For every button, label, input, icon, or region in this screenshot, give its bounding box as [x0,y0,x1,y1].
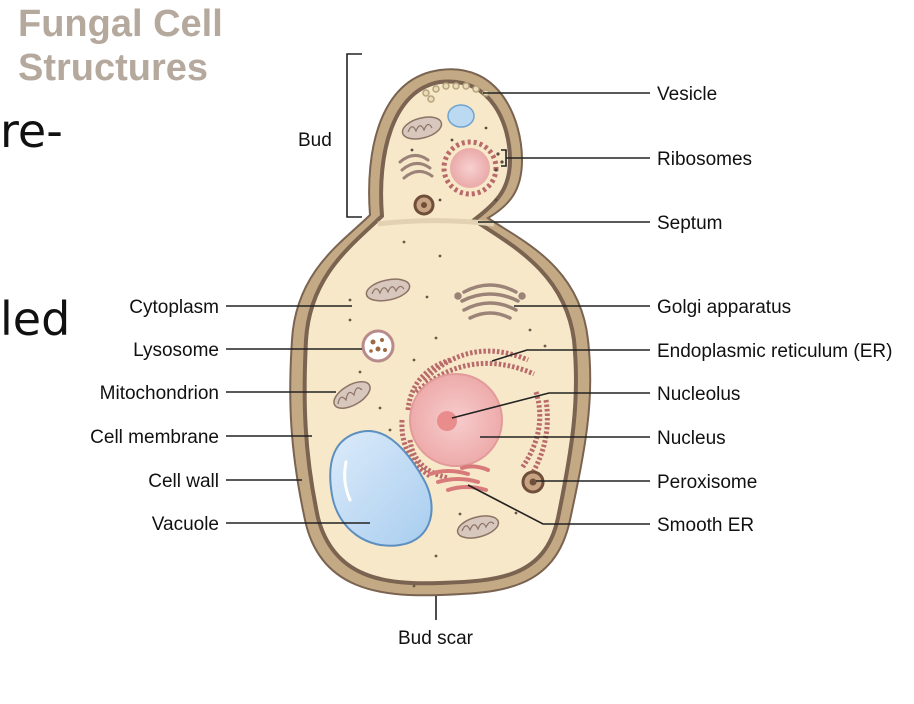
er-leader [491,349,650,362]
label-septum: Septum [657,213,722,234]
label-nucleus: Nucleus [657,428,726,449]
nucleolus-leader [451,392,650,419]
title-line-1: Fungal Cell [18,3,223,45]
bud-golgi [398,154,434,180]
label-peroxisome: Peroxisome [657,472,757,493]
bud-mitochondrion [401,116,443,140]
golgi-apparatus [454,283,526,320]
label-vacuole: Vacuole [152,514,219,535]
vesicles [422,82,490,103]
cytoplasm-particles [348,240,547,588]
bud-vacuole [447,104,475,128]
bud-nucleus [441,139,499,197]
label-smooth-er: Smooth ER [657,515,754,536]
slide-title: Fungal Cell Structures [18,2,223,90]
smooth-er-leader [467,484,650,525]
title-line-2: Structures [18,47,209,89]
label-cytoplasm: Cytoplasm [129,297,219,318]
smooth-er [428,464,490,492]
mitochondrion-3 [456,515,500,539]
label-nucleolus: Nucleolus [657,384,740,405]
mitochondrion-1 [365,278,411,302]
bud-bracket [346,53,362,218]
label-mitochondrion: Mitochondrion [100,383,219,404]
bud-scar-label: Bud scar [398,628,474,649]
bud-label: Bud [298,130,332,151]
label-ribosomes: Ribosomes [657,149,752,170]
vacuole [329,429,433,547]
label-golgi-apparatus: Golgi apparatus [657,297,791,318]
ribosomes [410,126,504,202]
label-lysosome: Lysosome [133,340,219,361]
background-text-fragment: re- [0,104,63,158]
label-cell-membrane: Cell membrane [90,427,219,448]
mitochondrion-2 [333,381,371,409]
nucleolus [437,411,457,431]
lysosome [361,329,395,363]
label-vesicle: Vesicle [657,84,717,105]
background-text-fragment: led [0,292,71,346]
label-endoplasmic-reticulum: Endoplasmic reticulum (ER) [657,341,892,362]
label-cell-wall: Cell wall [148,471,219,492]
